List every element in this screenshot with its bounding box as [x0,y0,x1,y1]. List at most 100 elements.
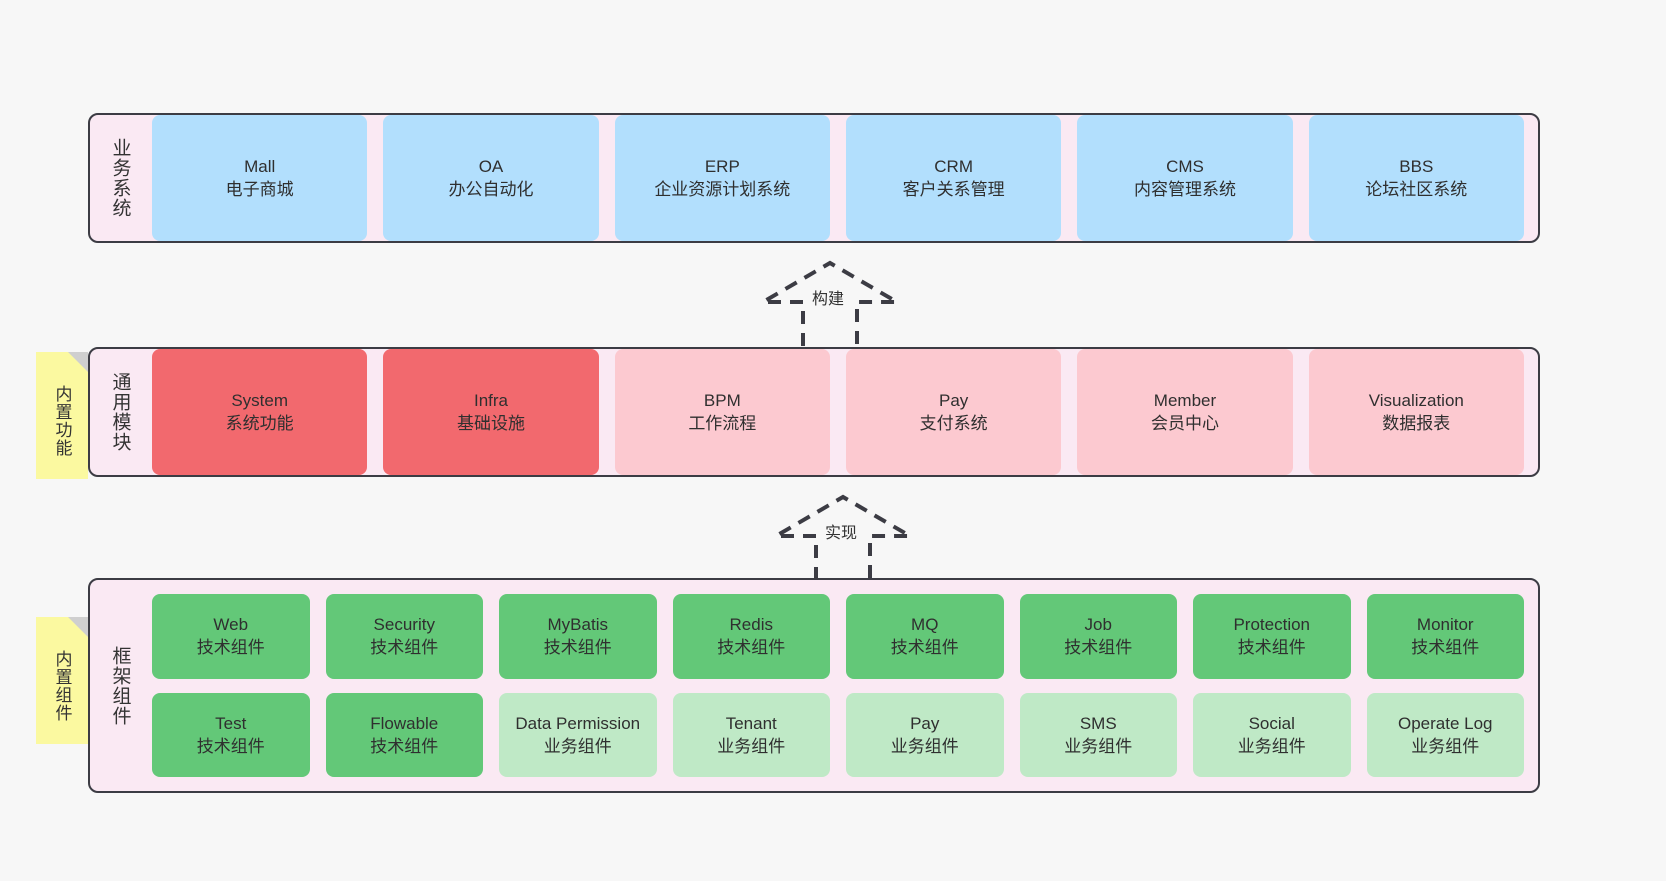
business-systems-panel: 业务系统 Mall 电子商城 OA 办公自动化 ERP 企业资源计划系统 CRM… [88,113,1540,243]
card-tenant[interactable]: Tenant 业务组件 [672,692,830,777]
card-subtitle: 业务组件 [1064,736,1133,756]
card-subtitle: 支付系统 [919,414,988,433]
connector-implement-label: 实现 [825,525,858,542]
card-subtitle: 技术组件 [196,638,265,658]
card-subtitle: 客户关系管理 [902,180,1005,199]
card-infra[interactable]: Infra 基础设施 [383,349,599,475]
card-title: Tenant [725,713,777,733]
card-mq[interactable]: MQ 技术组件 [846,594,1004,679]
sticky-note-text: 内置功能 [52,384,72,457]
card-subtitle: 企业资源计划系统 [654,180,791,199]
card-subtitle: 系统功能 [225,414,294,433]
card-bbs[interactable]: BBS 论坛社区系统 [1308,115,1524,241]
card-title: BPM [703,391,741,410]
card-title: Monitor [1416,615,1474,635]
card-subtitle: 业务组件 [717,736,786,756]
framework-components-title: 框架组件 [109,645,131,726]
card-sms[interactable]: SMS 业务组件 [1019,692,1177,777]
business-systems-body: Mall 电子商城 OA 办公自动化 ERP 企业资源计划系统 CRM 客户关系… [142,115,1538,241]
card-title: MQ [911,615,939,635]
card-subtitle: 内容管理系统 [1133,180,1236,199]
card-subtitle: 业务组件 [1237,736,1306,756]
card-crm[interactable]: CRM 客户关系管理 [845,115,1062,241]
card-data-permission[interactable]: Data Permission 业务组件 [499,692,657,777]
card-cms[interactable]: CMS 内容管理系统 [1077,115,1293,241]
card-visualization[interactable]: Visualization 数据报表 [1308,349,1524,475]
connector-build-label: 构建 [812,291,845,308]
card-subtitle: 电子商城 [225,180,294,199]
card-erp[interactable]: ERP 企业资源计划系统 [614,115,830,241]
business-systems-row: Mall 电子商城 OA 办公自动化 ERP 企业资源计划系统 CRM 客户关系… [152,115,1524,241]
card-subtitle: 业务组件 [543,736,612,756]
card-test[interactable]: Test 技术组件 [152,692,310,777]
card-title: OA [478,157,504,176]
card-subtitle: 会员中心 [1150,414,1219,433]
card-title: Pay [939,391,969,410]
card-subtitle: 数据报表 [1382,414,1451,433]
card-pay-component[interactable]: Pay 业务组件 [846,692,1004,777]
card-title: Operate Log [1397,713,1493,733]
sticky-note-builtin-functions: 内置功能 [36,352,88,479]
connector-build-arrow [755,258,905,350]
card-subtitle: 业务组件 [1411,736,1480,756]
card-subtitle: 基础设施 [456,414,525,433]
card-social[interactable]: Social 业务组件 [1193,692,1351,777]
card-monitor[interactable]: Monitor 技术组件 [1366,594,1524,679]
card-title: Protection [1233,615,1311,635]
card-title: Data Permission [515,713,641,733]
card-title: Flowable [370,713,439,733]
card-title: ERP [704,157,740,176]
card-title: Security [373,615,435,635]
card-title: Redis [729,615,773,635]
card-title: Member [1153,391,1217,410]
common-modules-row: System 系统功能 Infra 基础设施 BPM 工作流程 Pay 支付系统… [152,349,1524,475]
card-job[interactable]: Job 技术组件 [1019,594,1177,679]
business-systems-title: 业务系统 [109,138,131,218]
card-title: Job [1084,615,1112,635]
common-modules-body: System 系统功能 Infra 基础设施 BPM 工作流程 Pay 支付系统… [142,349,1538,475]
card-subtitle: 技术组件 [1064,638,1133,658]
card-title: CMS [1166,157,1204,176]
card-subtitle: 技术组件 [890,638,959,658]
card-title: Infra [473,391,508,410]
card-pay-module[interactable]: Pay 支付系统 [845,349,1062,475]
framework-row-business: Test 技术组件 Flowable 技术组件 Data Permission … [152,692,1524,777]
card-subtitle: 技术组件 [1411,638,1480,658]
common-modules-panel: 通用模块 System 系统功能 Infra 基础设施 BPM 工作流程 Pay… [88,347,1540,477]
card-security[interactable]: Security 技术组件 [325,594,483,679]
card-title: BBS [1399,157,1434,176]
card-web[interactable]: Web 技术组件 [152,594,310,679]
card-subtitle: 技术组件 [1237,638,1306,658]
card-operate-log[interactable]: Operate Log 业务组件 [1366,692,1524,777]
card-subtitle: 技术组件 [370,638,439,658]
card-title: SMS [1079,713,1117,733]
card-title: Test [215,713,247,733]
card-system[interactable]: System 系统功能 [152,349,368,475]
card-title: Visualization [1368,391,1464,410]
sticky-note-text: 内置组件 [52,649,72,722]
card-oa[interactable]: OA 办公自动化 [383,115,599,241]
card-mall[interactable]: Mall 电子商城 [152,115,368,241]
card-title: MyBatis [547,615,608,635]
card-flowable[interactable]: Flowable 技术组件 [325,692,483,777]
card-subtitle: 业务组件 [890,736,959,756]
card-redis[interactable]: Redis 技术组件 [672,594,830,679]
card-bpm[interactable]: BPM 工作流程 [614,349,830,475]
card-subtitle: 工作流程 [688,414,757,433]
card-subtitle: 技术组件 [543,638,612,658]
card-title: System [231,391,288,410]
card-subtitle: 技术组件 [370,736,439,756]
card-subtitle: 技术组件 [717,638,786,658]
framework-components-body: Web 技术组件 Security 技术组件 MyBatis 技术组件 Redi… [142,580,1538,791]
card-title: Social [1248,713,1295,733]
card-title: Pay [910,713,940,733]
card-member[interactable]: Member 会员中心 [1077,349,1293,475]
card-mybatis[interactable]: MyBatis 技术组件 [499,594,657,679]
card-protection[interactable]: Protection 技术组件 [1193,594,1351,679]
card-title: Mall [244,157,276,176]
framework-components-panel: 框架组件 Web 技术组件 Security 技术组件 MyBatis 技术组件… [88,578,1540,793]
card-subtitle: 技术组件 [196,736,265,756]
common-modules-title: 通用模块 [109,372,131,452]
card-title: CRM [934,157,973,176]
